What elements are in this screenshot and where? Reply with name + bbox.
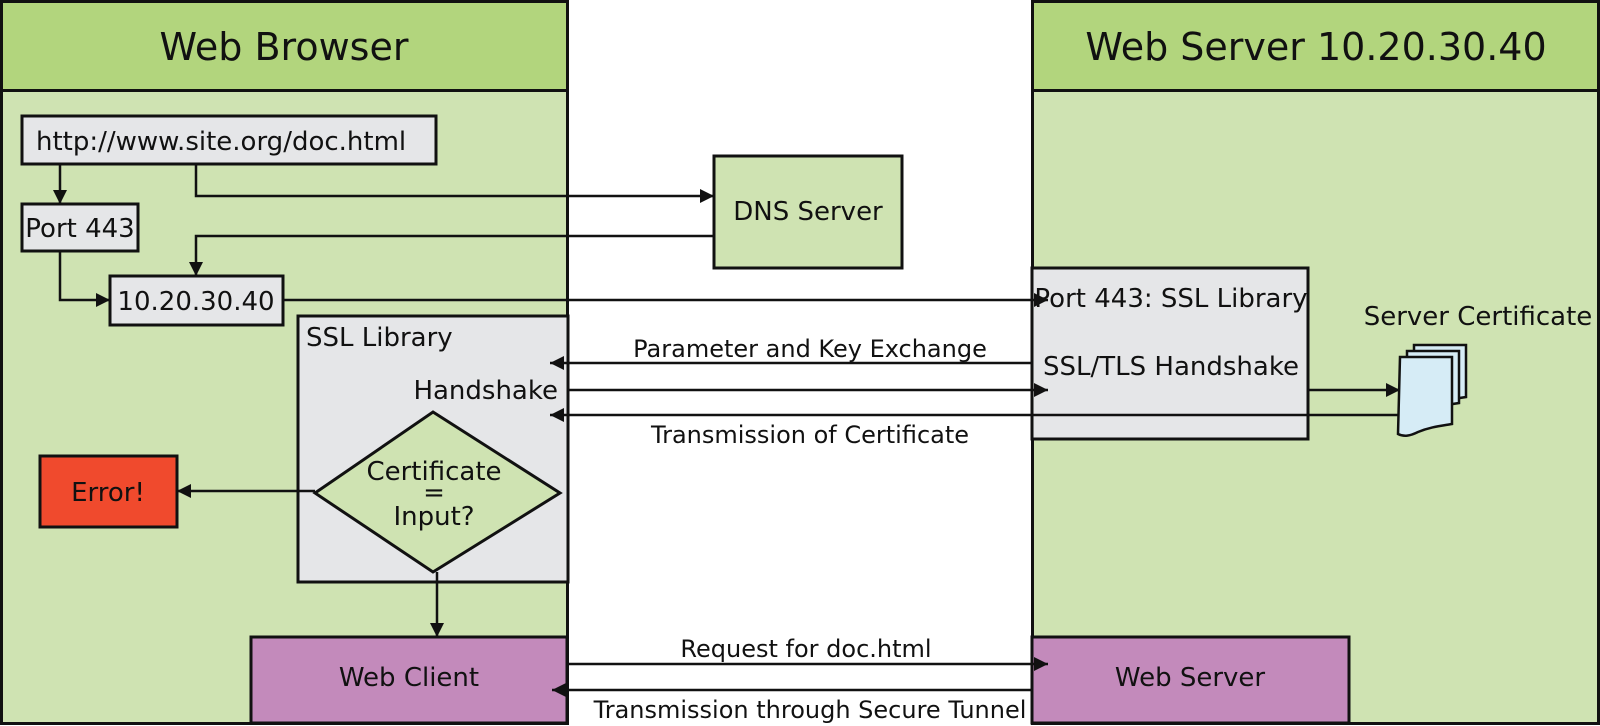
web-client-text: Web Client	[339, 663, 479, 693]
error-box: Error!	[38, 454, 179, 529]
param-exchange-label: Parameter and Key Exchange	[633, 335, 987, 363]
client-ip-text: 10.20.30.40	[117, 287, 274, 317]
client-port-text: Port 443	[25, 214, 134, 244]
server-panel-title: Web Server 10.20.30.40	[1085, 25, 1546, 69]
request-label: Request for doc.html	[680, 635, 931, 663]
cert-transmission-label: Transmission of Certificate	[650, 421, 969, 449]
dns-to-ip-arrow	[189, 234, 714, 276]
url-to-dns-arrow	[194, 164, 714, 203]
decision-line-1: Certificate	[366, 457, 501, 487]
server-ssl-library-title: Port 443: SSL Library	[1034, 284, 1307, 314]
url-box: http://www.site.org/doc.html	[20, 114, 438, 166]
decision-line-3: Input?	[393, 502, 474, 532]
document-stack-icon	[1396, 343, 1468, 437]
error-text: Error!	[71, 478, 145, 508]
client-handshake-label: Handshake	[413, 376, 558, 406]
client-ssl-library-title: SSL Library	[306, 323, 453, 353]
decision-line-2: =	[423, 478, 445, 508]
web-server-box: Web Server	[1030, 635, 1351, 725]
server-handshake-label: SSL/TLS Handshake	[1043, 352, 1299, 382]
url-text: http://www.site.org/doc.html	[36, 127, 406, 157]
port-to-ip-arrow	[58, 251, 110, 307]
server-certificate-label: Server Certificate	[1364, 302, 1593, 332]
web-client-box: Web Client	[249, 635, 569, 725]
secure-tunnel-label: Transmission through Secure Tunnel	[593, 696, 1027, 724]
browser-panel-title: Web Browser	[160, 25, 409, 69]
client-ip-box: 10.20.30.40	[108, 274, 285, 327]
server-ssl-library-box: Port 443: SSL Library SSL/TLS Handshake	[1030, 266, 1310, 441]
dns-server-text: DNS Server	[733, 197, 883, 227]
certificate-check-decision: Certificate = Input?	[312, 410, 563, 574]
dns-server-box: DNS Server	[712, 154, 904, 270]
web-server-text: Web Server	[1115, 663, 1266, 693]
client-port-box: Port 443	[20, 202, 140, 253]
